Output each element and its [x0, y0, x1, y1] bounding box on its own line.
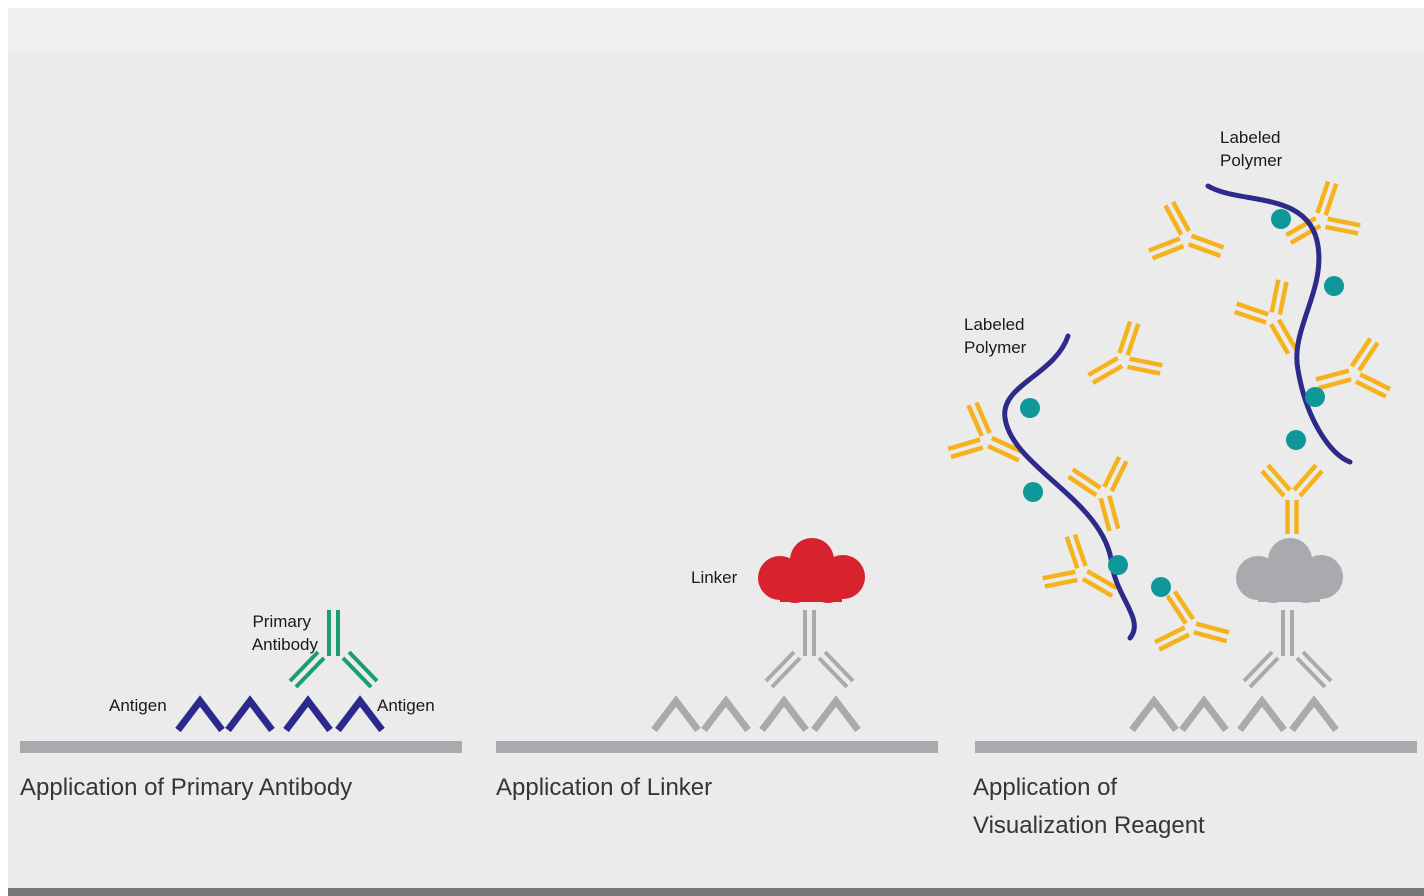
faded-antigens-panel-2: [651, 695, 861, 733]
label-dot: [1324, 276, 1344, 296]
antigen-label-right: Antigen: [377, 696, 435, 715]
labeled-polymer-label-2-line1: Labeled: [1220, 128, 1281, 147]
caption-step-2: Application of Linker: [496, 774, 713, 801]
antigen-shape: [701, 695, 751, 733]
secondary-antibody: [1076, 319, 1166, 405]
label-dots: [1020, 209, 1344, 597]
label-dot: [1286, 430, 1306, 450]
surface-panel-1: [20, 741, 462, 753]
primary-antibody-label-line1: Primary: [252, 612, 311, 631]
antigen-shape: [283, 695, 333, 733]
antigen-shape: [811, 695, 861, 733]
caption-step-1: Application of Primary Antibody: [20, 774, 353, 801]
faded-linker-cloud: [1236, 538, 1343, 603]
primary-antibody-label-line2: Antibody: [252, 635, 319, 654]
polymer-strand-2: [1205, 183, 1353, 465]
label-dot: [1271, 209, 1291, 229]
secondary-antibody: [946, 400, 1034, 484]
faded-antigens-panel-3: [1129, 695, 1339, 733]
antigen-shape: [1289, 695, 1339, 733]
secondary-antibody: [1067, 455, 1143, 537]
antigen-shape: [1129, 695, 1179, 733]
antigen-shape: [175, 695, 225, 733]
top-strip: [8, 8, 1424, 52]
antigen-shape: [759, 695, 809, 733]
primary-antibody: [288, 610, 379, 689]
caption-step-3-line1: Application of: [973, 774, 1118, 801]
antigens-panel-1: [175, 695, 385, 733]
label-dot: [1020, 398, 1040, 418]
faded-primary-antibody-panel-2: [764, 610, 855, 689]
label-dot: [1151, 577, 1171, 597]
faded-primary-antibody-panel-3: [1242, 610, 1333, 689]
label-dot: [1023, 482, 1043, 502]
linker-cloud: [758, 538, 865, 603]
antigen-shape: [651, 695, 701, 733]
labeled-polymer-label-1-line1: Labeled: [964, 315, 1025, 334]
label-dot: [1305, 387, 1325, 407]
label-dot: [1108, 555, 1128, 575]
labeled-polymers: [1002, 183, 1353, 641]
antigen-shape: [335, 695, 385, 733]
antigen-shape: [1237, 695, 1287, 733]
secondary-antibody: [1262, 465, 1322, 534]
labeled-polymer-label-1-line2: Polymer: [964, 338, 1027, 357]
polymer-strand-1: [1002, 333, 1137, 641]
labeled-polymer-label-2-line2: Polymer: [1220, 151, 1283, 170]
antigen-shape: [225, 695, 275, 733]
antigen-shape: [1179, 695, 1229, 733]
surface-panel-3: [975, 741, 1417, 753]
caption-step-3-line2: Visualization Reagent: [973, 812, 1205, 839]
secondary-antibody: [1153, 590, 1235, 666]
surface-panel-2: [496, 741, 938, 753]
bottom-divider: [8, 888, 1424, 896]
antigen-label-left: Antigen: [109, 696, 167, 715]
secondary-antibody: [1147, 200, 1232, 280]
linker-label: Linker: [691, 568, 738, 587]
